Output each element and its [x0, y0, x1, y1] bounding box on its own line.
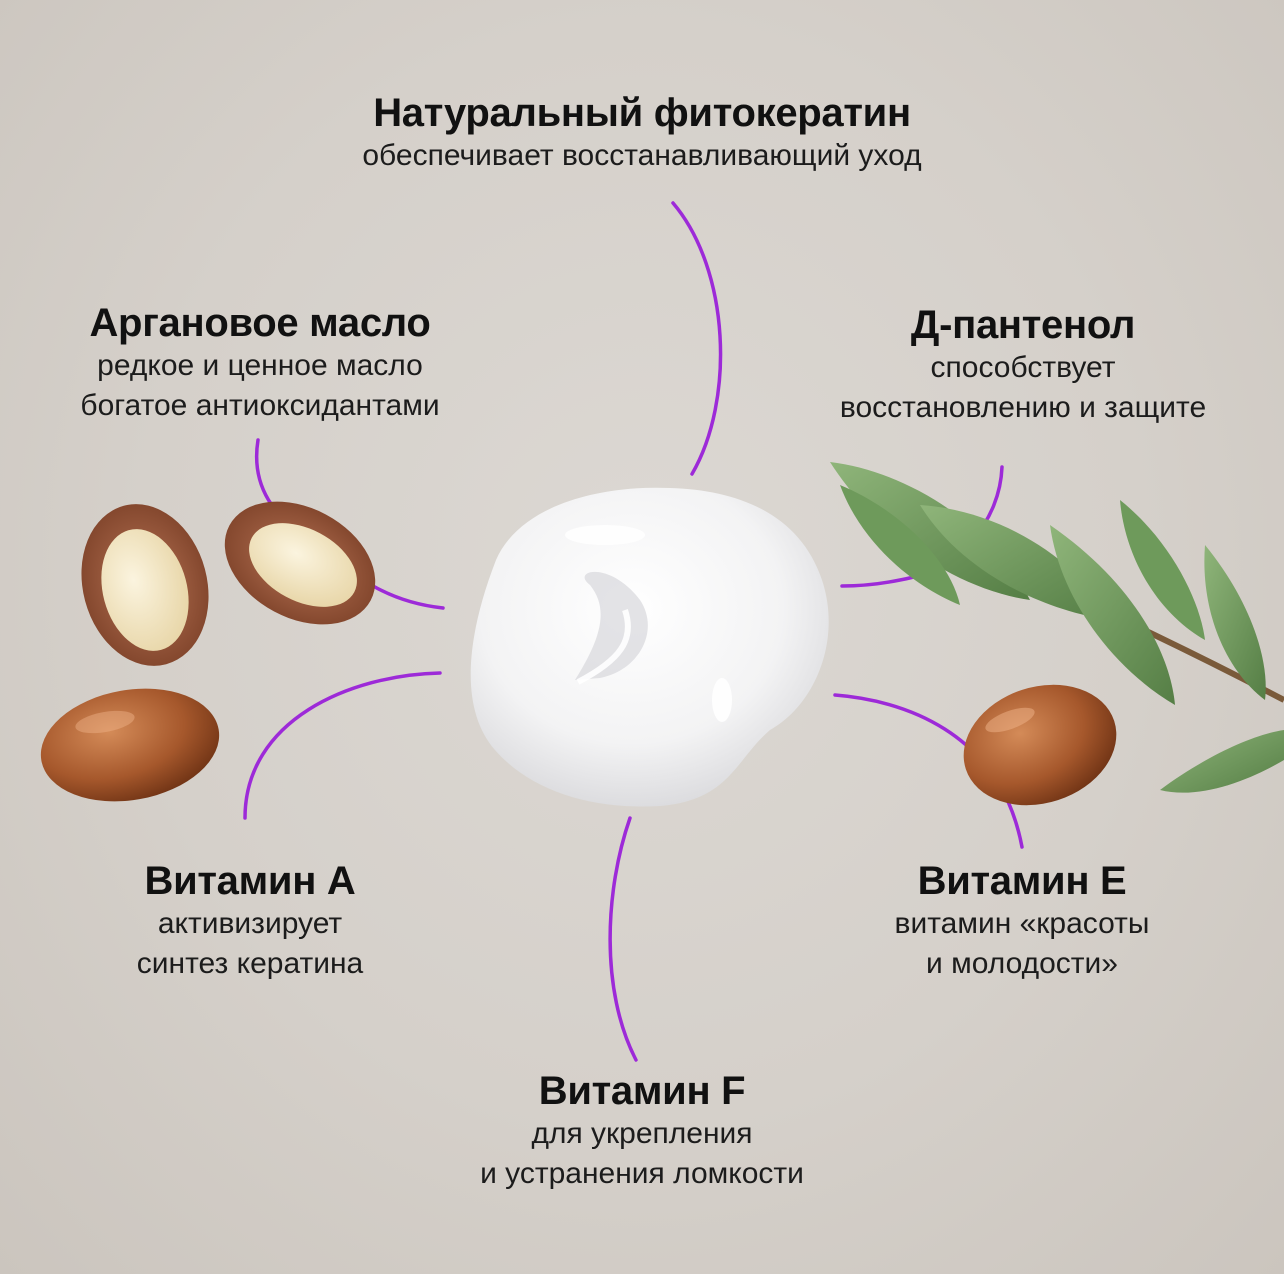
ingredient-title: Витамин А	[144, 859, 356, 903]
ingredient-description: способствует	[930, 351, 1116, 384]
ingredient-description: обеспечивает восстанавливающий уход	[362, 139, 922, 172]
ingredient-description: для укрепления	[531, 1117, 753, 1150]
argan-nuts-image	[40, 501, 376, 802]
ingredient-description: и устранения ломкости	[480, 1157, 804, 1190]
ingredient-description: витамин «красоты	[894, 907, 1150, 940]
connector-vitamin-a	[243, 671, 442, 820]
ingredient-title: Аргановое масло	[89, 301, 431, 345]
ingredient-panthenol: Д-пантенол способствует восстановлению и…	[800, 302, 1246, 428]
ingredient-description: и молодости»	[926, 947, 1118, 980]
cream-swatch-image	[470, 487, 829, 807]
ingredient-vitamin-f: Витамин F для укрепления и устранения ло…	[442, 1068, 842, 1194]
ingredient-title: Д-пантенол	[910, 303, 1136, 347]
ingredient-title: Витамин Е	[917, 859, 1127, 903]
ingredient-title: Натуральный фитокератин	[373, 91, 911, 135]
ingredient-phytokeratin: Натуральный фитокератин обеспечивает вос…	[292, 90, 992, 176]
ingredient-vitamin-a: Витамин А активизирует синтез кератина	[80, 858, 420, 984]
ingredient-description: восстановлению и защите	[839, 391, 1207, 424]
argan-branch-image	[830, 462, 1284, 806]
connector-phytokeratin	[671, 201, 723, 476]
ingredient-argan-oil: Аргановое масло редкое и ценное масло бо…	[40, 300, 480, 426]
ingredient-vitamin-e: Витамин Е витамин «красоты и молодости»	[862, 858, 1182, 984]
ingredient-description: синтез кератина	[136, 947, 364, 980]
ingredient-description: редкое и ценное масло	[97, 349, 423, 382]
ingredient-title: Витамин F	[538, 1069, 746, 1113]
connector-vitamin-f	[608, 816, 638, 1062]
connector-vitamin-e	[833, 693, 1024, 849]
ingredient-description: богатое антиоксидантами	[80, 389, 440, 422]
ingredient-description: активизирует	[157, 907, 343, 940]
